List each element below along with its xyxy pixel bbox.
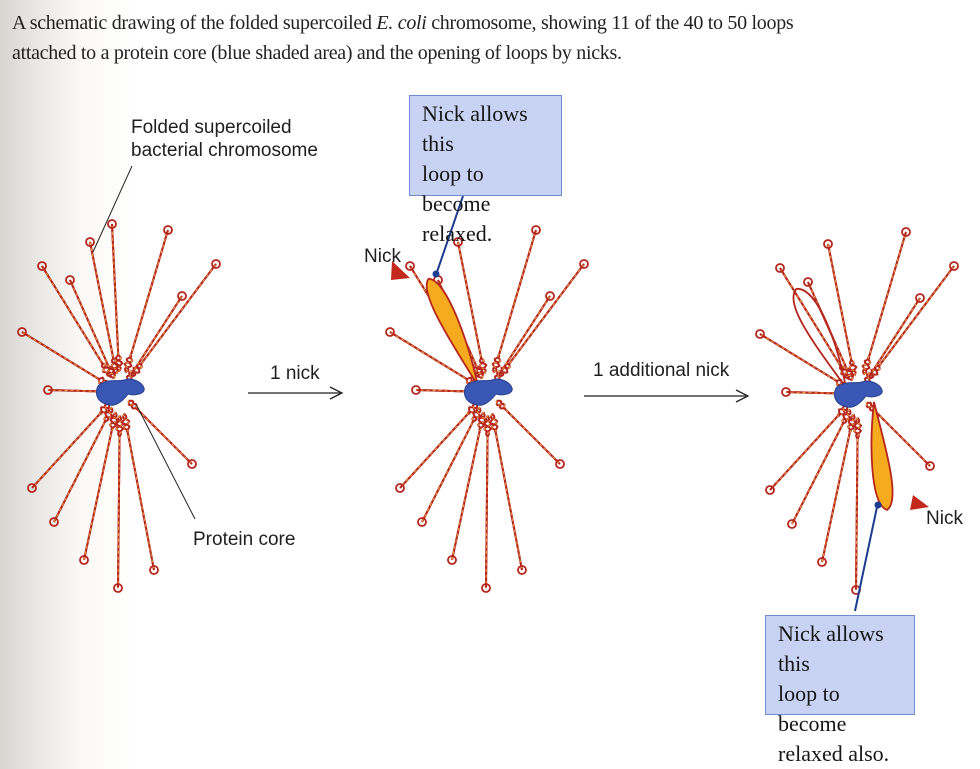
callout-top-line-2: loop to become: [422, 161, 491, 216]
supercoiled-loop: [498, 259, 589, 378]
supercoiled-loop: [493, 291, 555, 382]
callout-bottom-leader: [854, 506, 878, 612]
supercoiled-loop: [127, 399, 197, 469]
relaxed-loop-new: [870, 401, 894, 511]
arrow-1-nick: [248, 386, 344, 400]
arrow-2-label: 1 additional nick: [593, 360, 730, 381]
supercoiled-loop: [787, 408, 852, 529]
folded-chromosome-label: Folded supercoiled bacterial chromosome: [131, 116, 318, 162]
supercoiled-loop: [120, 412, 159, 575]
supercoiled-loop: [447, 411, 487, 565]
supercoiled-loop: [107, 219, 124, 373]
supercoiled-loop: [27, 402, 111, 493]
chromosome-panel-two-nicks: [755, 227, 959, 595]
supercoiled-loop: [863, 293, 925, 384]
supercoiled-loop: [755, 329, 848, 389]
caption-text: chromosome, showing 11 of the 40 to 50 l…: [426, 12, 794, 34]
supercoiled-loop: [79, 411, 119, 565]
supercoiled-loop: [817, 413, 857, 567]
supercoiled-loop: [395, 402, 479, 493]
callout-top-leader: [436, 195, 464, 273]
supercoiled-loop: [481, 415, 493, 593]
supercoiled-loop: [113, 415, 125, 593]
protein-core: [833, 380, 883, 408]
supercoiled-loop: [851, 417, 863, 595]
supercoiled-loop: [85, 237, 120, 375]
supercoiled-loop: [17, 327, 110, 387]
supercoiled-loop: [775, 263, 850, 380]
supercoiled-loop: [385, 327, 478, 387]
nick-label-left: Nick: [364, 246, 401, 267]
callout-top: Nick allows this loop to become relaxed.: [409, 95, 562, 246]
supercoiled-loop: [861, 227, 911, 376]
arrow-additional-nick: [584, 389, 750, 403]
callout-bottom-line-2: loop to become: [778, 681, 847, 736]
arrow-1-label: 1 nick: [270, 363, 320, 384]
callout-top-line-3: relaxed.: [422, 221, 493, 246]
folded-label-line-1: Folded supercoiled: [131, 117, 292, 138]
chromosome-diagram: [17, 165, 959, 612]
supercoiled-loop: [37, 261, 112, 378]
callout-bottom: Nick allows this loop to become relaxed …: [765, 615, 915, 766]
nick-label-right: Nick: [926, 508, 963, 529]
callout-top-line-1: Nick allows this: [422, 101, 528, 156]
folded-label-leader: [92, 165, 133, 253]
callout-bottom-line-3: relaxed also.: [778, 741, 890, 766]
protein-core-leader: [135, 403, 196, 520]
nick-arrow-right: [910, 495, 929, 510]
supercoiled-loop: [495, 399, 565, 469]
supercoiled-loop: [417, 406, 482, 527]
protein-core-label: Protein core: [193, 529, 296, 550]
callout-bottom-line-1: Nick allows this: [778, 621, 884, 676]
caption-species: E. coli: [376, 12, 427, 34]
callout-top-dot: [432, 270, 440, 278]
caption-text: A schematic drawing of the folded superc…: [12, 12, 377, 34]
callout-bottom-dot: [874, 501, 882, 509]
supercoiled-loop: [488, 412, 527, 575]
supercoiled-loop: [125, 291, 187, 382]
supercoiled-loop: [453, 237, 488, 375]
supercoiled-loop: [765, 404, 849, 495]
nick-arrow-left: [391, 261, 410, 280]
supercoiled-loop: [491, 225, 541, 374]
caption-line-1: A schematic drawing of the folded superc…: [12, 8, 952, 38]
supercoiled-loop: [65, 275, 116, 380]
relaxed-loop: [425, 277, 479, 387]
protein-core: [95, 378, 145, 406]
supercoiled-loop: [823, 239, 858, 377]
supercoiled-loop: [868, 261, 959, 380]
caption-line-2: attached to a protein core (blue shaded …: [12, 42, 622, 64]
supercoiled-loop: [130, 259, 221, 378]
chromosome-panel-one-nick: [385, 225, 589, 593]
supercoiled-loop: [49, 406, 114, 527]
protein-core: [463, 378, 513, 406]
supercoiled-loop: [123, 225, 173, 374]
relaxed-loop-open: [792, 287, 847, 389]
figure-caption: A schematic drawing of the folded superc…: [12, 8, 952, 68]
folded-label-line-2: bacterial chromosome: [131, 140, 318, 161]
chromosome-panel-intact: [17, 219, 221, 593]
